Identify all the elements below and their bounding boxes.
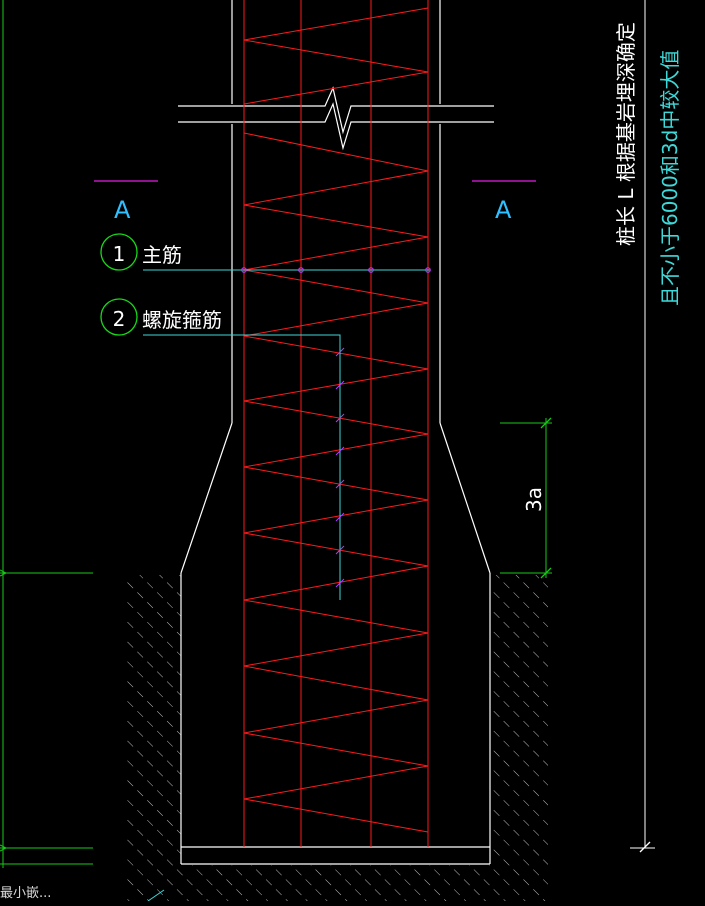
soil-hatching xyxy=(125,575,548,901)
left-dimension: 最小嵌... xyxy=(0,0,165,902)
section-letter-left: A xyxy=(114,196,131,224)
main-rebars xyxy=(243,0,429,847)
pile-length-dimension: 桩长 L 根据基岩埋深确定 且不小于6000和3d中较大值 xyxy=(614,0,682,853)
callout-main-bar: 1 主筋 xyxy=(100,233,431,273)
break-line xyxy=(178,86,494,151)
section-letter-right: A xyxy=(495,196,512,224)
pile-outline xyxy=(180,0,491,865)
pile-length-note: 桩长 L 根据基岩埋深确定 xyxy=(614,22,638,246)
callout-circle-1 xyxy=(100,233,138,271)
spiral-stirrups xyxy=(243,7,429,833)
callout-text-1: 主筋 xyxy=(142,243,182,267)
callout-number-1: 1 xyxy=(113,242,126,266)
callout-number-2: 2 xyxy=(113,307,126,331)
pile-length-requirement-note: 且不小于6000和3d中较大值 xyxy=(658,50,682,306)
callout-text-2: 螺旋箍筋 xyxy=(142,308,222,332)
section-mark-right: A xyxy=(472,180,536,224)
callout-spiral-stirrup: 2 螺旋箍筋 xyxy=(100,298,345,600)
dimension-label-3a: 3a xyxy=(522,487,546,512)
callout-circle-2 xyxy=(100,298,138,336)
dimension-3a: 3a xyxy=(500,417,552,579)
bottom-left-note: 最小嵌... xyxy=(0,886,51,901)
section-mark-left: A xyxy=(94,180,158,224)
